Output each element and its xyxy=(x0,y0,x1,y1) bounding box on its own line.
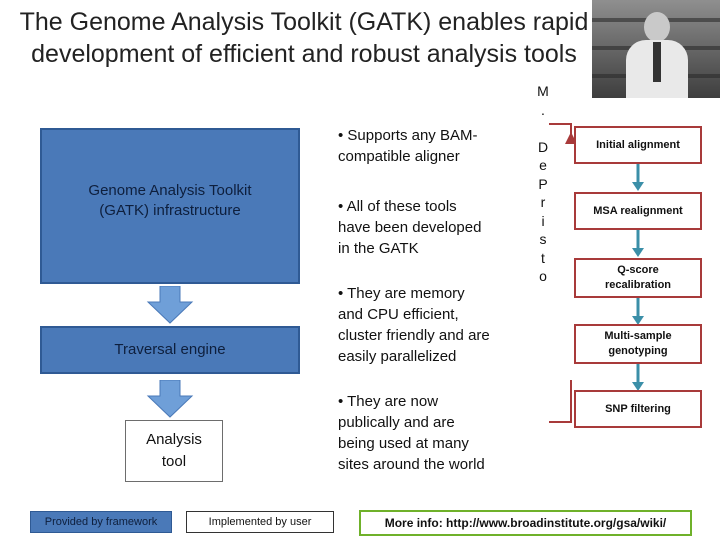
more-info-link[interactable]: More info: http://www.broadinstitute.org… xyxy=(359,510,692,536)
pipeline-step-initial-alignment: Initial alignment xyxy=(574,126,702,164)
traversal-engine-box: Traversal engine xyxy=(40,326,300,374)
traversal-label: Traversal engine xyxy=(114,341,226,358)
person-head-shape xyxy=(644,12,670,42)
analysis-label-line-2: tool xyxy=(161,453,187,470)
title-line-1: The Genome Analysis Toolkit (GATK) enabl… xyxy=(19,8,589,36)
infrastructure-label-line-1: Genome Analysis Toolkit xyxy=(88,182,252,199)
red-bracket-icon xyxy=(549,380,572,423)
down-arrow-icon xyxy=(632,230,644,257)
title-line-2: development of efficient and robust anal… xyxy=(31,40,577,68)
bullet-item: • Supports any BAM-compatible aligner xyxy=(338,127,478,165)
presenter-photo xyxy=(592,0,720,98)
down-arrow-icon xyxy=(146,286,194,324)
pipeline-step-q-score-recalibration: Q-score recalibration xyxy=(574,258,702,298)
legend-implemented-by-user: Implemented by user xyxy=(186,511,334,533)
legend-provided-by-framework: Provided by framework xyxy=(30,511,172,533)
slide-title: The Genome Analysis Toolkit (GATK) enabl… xyxy=(8,6,600,70)
down-arrow-icon xyxy=(632,298,644,325)
down-arrow-icon xyxy=(146,380,194,418)
infrastructure-label-line-2: (GATK) infrastructure xyxy=(99,202,241,219)
vertical-text: M . D e P r i s t o xyxy=(537,83,549,284)
down-arrow-icon xyxy=(632,364,644,391)
person-tie-shape xyxy=(653,42,661,82)
pipeline-step-multi-sample-genotyping: Multi-sample genotyping xyxy=(574,324,702,364)
analysis-label-line-1: Analysis xyxy=(146,431,202,448)
pipeline-step-snp-filtering: SNP filtering xyxy=(574,390,702,428)
gatk-infrastructure-box: Genome Analysis Toolkit (GATK) infrastru… xyxy=(40,128,300,284)
pipeline-step-msa-realignment: MSA realignment xyxy=(574,192,702,230)
analysis-tool-box: Analysis tool xyxy=(125,420,223,482)
down-arrow-icon xyxy=(632,164,644,191)
